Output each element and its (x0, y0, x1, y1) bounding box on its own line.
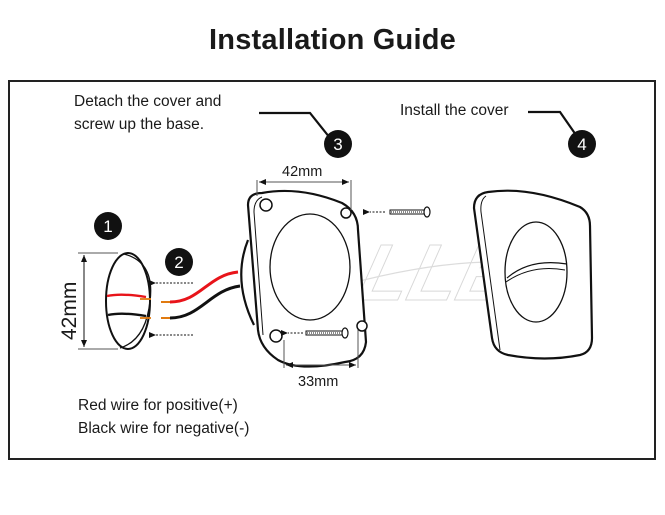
screw-spacing-label: 33mm (298, 374, 338, 390)
cap-negative-wire (107, 312, 147, 318)
svg-text:4: 4 (577, 135, 586, 154)
step3-leader-line (259, 111, 331, 139)
step3-instruction: Detach the cover and screw up the base. (74, 90, 221, 136)
step3-badge: 3 (324, 130, 352, 158)
wires (161, 270, 241, 320)
base-width-label: 42mm (282, 164, 322, 180)
cap-height-label: 42mm (58, 282, 81, 340)
light-base (240, 189, 368, 368)
positive-wire (169, 270, 239, 304)
screw-top (363, 206, 431, 218)
light-cover (472, 189, 594, 360)
diagram-frame (8, 80, 656, 460)
cap-height-dimension: 42mm (58, 252, 118, 350)
screw-bottom (281, 327, 349, 339)
light-cap (105, 252, 152, 350)
svg-text:3: 3 (333, 135, 342, 154)
svg-text:2: 2 (174, 253, 183, 272)
wiring-notes: Red wire for positive(+) Black wire for … (78, 394, 249, 440)
step4-leader-line (528, 110, 577, 136)
screw-spacing-dimension: 33mm (283, 330, 359, 390)
negative-wire (169, 284, 241, 320)
step4-instruction: Install the cover (400, 102, 509, 119)
negative-wire-note: Black wire for negative(-) (78, 420, 250, 437)
step3-text-line2: screw up the base. (74, 116, 205, 133)
cap-positive-wire (106, 293, 147, 299)
base-width-dimension: 42mm (256, 164, 352, 210)
step2-badge: 2 (165, 248, 193, 276)
page-title: Installation Guide (209, 24, 456, 56)
positive-wire-note: Red wire for positive(+) (78, 397, 238, 414)
step4-badge: 4 (568, 130, 596, 158)
svg-text:1: 1 (103, 217, 112, 236)
step3-text-line1: Detach the cover and (74, 93, 222, 110)
step1-badge: 1 (94, 212, 122, 240)
